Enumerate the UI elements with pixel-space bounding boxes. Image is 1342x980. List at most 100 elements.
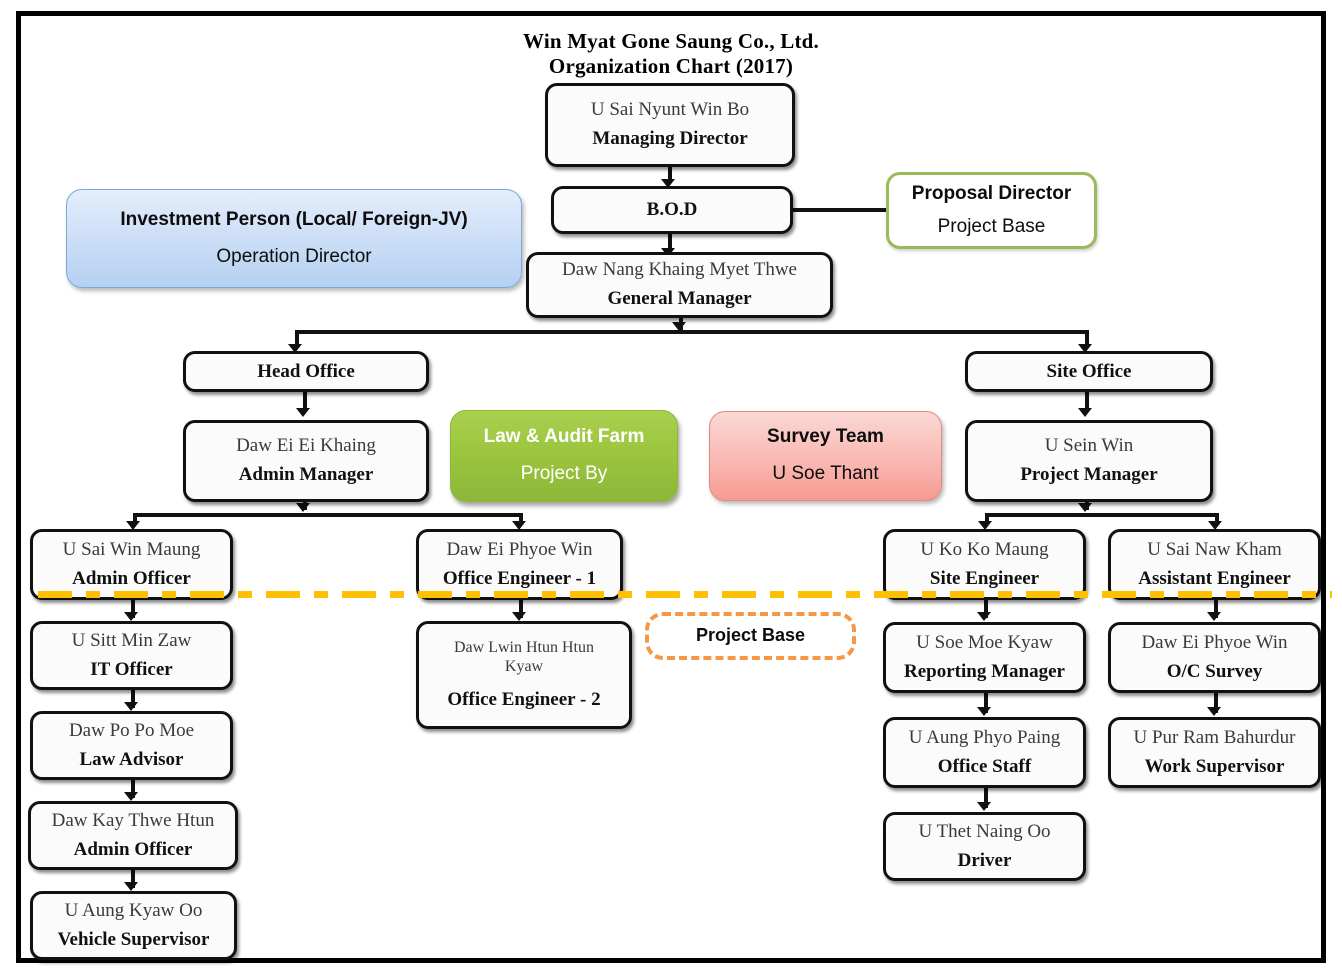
node-vehicle-supervisor[interactable]: U Aung Kyaw Oo Vehicle Supervisor [30,891,237,960]
node-it-officer-role: IT Officer [90,658,173,680]
callout-law-audit-farm[interactable]: Law & Audit Farm Project By [450,410,678,502]
arrowhead-office-engineer-1-to-2 [512,612,526,621]
node-head-office[interactable]: Head Office [183,351,429,392]
arrowhead-project-manager-to-bus [1078,503,1092,512]
node-managing-director-name: U Sai Nyunt Win Bo [590,99,750,121]
connector-bus-to-office-engineer-1 [519,513,523,525]
project-base-divider-line [38,591,1332,598]
chart-title-line-1: Win Myat Gone Saung Co., Ltd. [523,29,819,53]
arrowhead-site-engineer-to-reporting-manager [977,612,991,621]
bus-admin-manager-children [133,513,521,517]
arrowhead-bus-to-site-engineer [978,521,992,530]
arrowhead-bus-to-site-office [1078,344,1092,353]
node-driver-name: U Thet Naing Oo [918,820,1051,842]
node-work-supervisor-name: U Pur Ram Bahurdur [1133,726,1296,748]
node-reporting-manager-name: U Soe Moe Kyaw [916,631,1053,653]
callout-proposal-director-line-1: Proposal Director [911,182,1072,204]
node-oc-survey-role: O/C Survey [1166,660,1263,682]
arrowhead-assistant-engineer-to-oc-survey [1207,612,1221,621]
callout-law-audit-farm-line-2: Project By [520,463,608,484]
node-assistant-engineer-role: Assistant Engineer [1138,567,1291,589]
arrowhead-bus-to-office-engineer-1 [512,521,526,530]
node-head-office-role: Head Office [257,360,355,382]
callout-survey-team-line-2: U Soe Thant [772,463,879,484]
callout-investment-person-line-2: Operation Director [216,245,372,267]
callout-project-base[interactable]: Project Base [645,612,856,660]
connector-admin-officer-2-to-vehicle-supervisor [131,868,135,888]
connector-site-office-to-project-manager [1085,390,1089,412]
node-it-officer[interactable]: U Sitt Min Zaw IT Officer [30,621,233,690]
connector-bod-to-proposal-director [792,208,886,212]
node-law-advisor-name: Daw Po Po Moe [68,719,195,741]
node-admin-officer-1-role: Admin Officer [72,567,191,589]
arrowhead-bus-to-assistant-engineer [1208,521,1222,530]
node-site-office[interactable]: Site Office [965,351,1213,392]
node-assistant-engineer[interactable]: U Sai Naw Kham Assistant Engineer [1108,529,1321,600]
chart-title-line-2: Organization Chart (2017) [548,54,794,78]
connector-it-officer-to-law-advisor [131,688,135,708]
node-managing-director-role: Managing Director [592,128,748,150]
node-office-engineer-2-name: Daw Lwin Htun Htun Kyaw [454,638,594,676]
node-admin-officer-2-role: Admin Officer [73,838,193,860]
node-managing-director[interactable]: U Sai Nyunt Win Bo Managing Director [545,83,795,167]
connector-bus-to-admin-officer-1 [133,513,137,525]
node-assistant-engineer-name: U Sai Naw Kham [1147,538,1282,560]
callout-proposal-director[interactable]: Proposal Director Project Base [886,172,1097,249]
callout-investment-person-line-1: Investment Person (Local/ Foreign-JV) [120,208,468,230]
arrowhead-admin-manager-to-bus [296,503,310,512]
arrowhead-reporting-manager-to-office-staff [977,707,991,716]
node-site-engineer-role: Site Engineer [929,567,1040,589]
connector-assistant-engineer-to-oc-survey [1214,598,1218,618]
arrowhead-admin-officer-1-to-it-officer [124,612,138,621]
node-site-engineer[interactable]: U Ko Ko Maung Site Engineer [883,529,1086,600]
node-bod[interactable]: B.O.D [551,186,793,234]
connector-law-advisor-to-admin-officer-2 [131,778,135,798]
node-project-manager-role: Project Manager [1020,464,1158,486]
node-admin-manager-role: Admin Manager [238,464,374,486]
node-work-supervisor[interactable]: U Pur Ram Bahurdur Work Supervisor [1108,717,1321,788]
connector-bus-to-site-office [1085,330,1089,346]
node-office-staff-name: U Aung Phyo Paing [908,726,1061,748]
callout-proposal-director-line-2: Project Base [937,215,1046,237]
node-admin-manager[interactable]: Daw Ei Ei Khaing Admin Manager [183,420,429,502]
node-work-supervisor-role: Work Supervisor [1144,755,1285,777]
bus-gm-children [295,330,1089,334]
node-office-engineer-1-name: Daw Ei Phyoe Win [446,538,593,560]
node-office-staff-role: Office Staff [937,755,1032,777]
connector-bod-to-gm [668,233,672,252]
callout-investment-person[interactable]: Investment Person (Local/ Foreign-JV) Op… [66,189,522,288]
node-reporting-manager[interactable]: U Soe Moe Kyaw Reporting Manager [883,622,1086,693]
arrowhead-site-office-to-project-manager [1078,408,1092,417]
node-office-engineer-1-role: Office Engineer - 1 [442,567,597,589]
callout-law-audit-farm-line-1: Law & Audit Farm [483,426,645,448]
node-office-staff[interactable]: U Aung Phyo Paing Office Staff [883,717,1086,788]
connector-bus-to-assistant-engineer [1215,513,1219,525]
connector-oc-survey-to-work-supervisor [1214,693,1218,713]
node-project-manager[interactable]: U Sein Win Project Manager [965,420,1213,502]
node-vehicle-supervisor-role: Vehicle Supervisor [57,928,210,950]
node-law-advisor[interactable]: Daw Po Po Moe Law Advisor [30,711,233,780]
connector-office-engineer-1-to-2 [519,598,523,618]
arrowhead-gm-to-bus [672,322,686,331]
node-driver[interactable]: U Thet Naing Oo Driver [883,812,1086,881]
arrowhead-it-officer-to-law-advisor [124,702,138,711]
callout-project-base-line-1: Project Base [695,625,806,646]
node-vehicle-supervisor-name: U Aung Kyaw Oo [64,899,203,921]
node-oc-survey[interactable]: Daw Ei Phyoe Win O/C Survey [1108,622,1321,693]
callout-survey-team[interactable]: Survey Team U Soe Thant [709,411,942,501]
node-oc-survey-name: Daw Ei Phyoe Win [1141,631,1288,653]
arrowhead-admin-officer-2-to-vehicle-supervisor [124,882,138,891]
node-law-advisor-role: Law Advisor [79,748,184,770]
node-admin-manager-name: Daw Ei Ei Khaing [236,435,376,457]
node-office-engineer-1[interactable]: Daw Ei Phyoe Win Office Engineer - 1 [416,529,623,600]
node-general-manager[interactable]: Daw Nang Khaing Myet Thwe General Manage… [526,252,833,318]
connector-md-to-bod [668,165,672,183]
arrowhead-bus-to-head-office [288,344,302,353]
node-project-manager-name: U Sein Win [1044,435,1134,457]
node-office-engineer-2[interactable]: Daw Lwin Htun Htun Kyaw Office Engineer … [416,621,632,729]
node-admin-officer-1[interactable]: U Sai Win Maung Admin Officer [30,529,233,600]
arrowhead-head-office-to-admin-manager [296,408,310,417]
node-admin-officer-2[interactable]: Daw Kay Thwe Htun Admin Officer [28,801,238,870]
node-general-manager-name: Daw Nang Khaing Myet Thwe [562,259,797,281]
node-site-engineer-name: U Ko Ko Maung [920,538,1049,560]
